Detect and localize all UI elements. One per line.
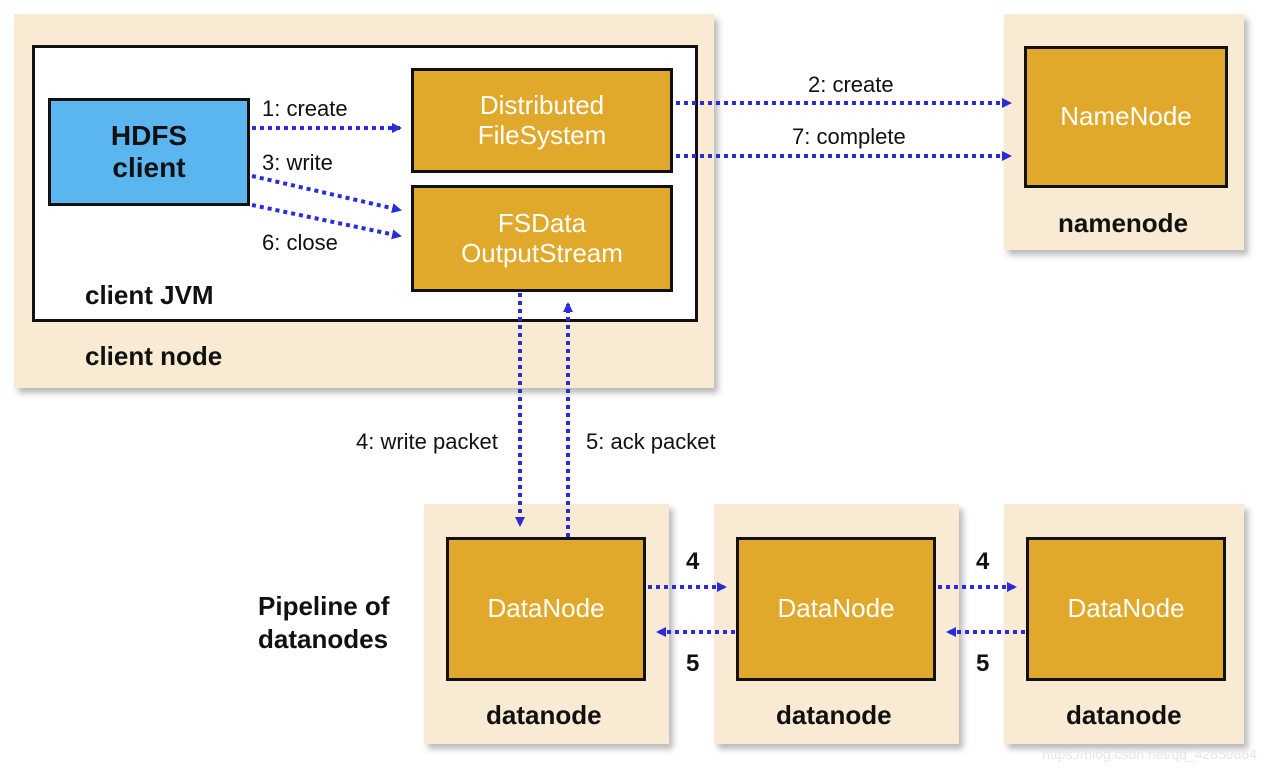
edge-label-4-write-packet: 4: write packet [356, 429, 498, 454]
edge-label-6-close: 6: close [262, 230, 338, 255]
distributed-filesystem-box[interactable]: Distributed FileSystem [411, 68, 673, 173]
edge-label-dn2-dn1-5: 5 [686, 650, 700, 677]
hdfs-client-box[interactable]: HDFS client [48, 98, 250, 206]
watermark-text: https://blog.csdn.net/qq_42859864 [1042, 746, 1257, 762]
edge-label-7-complete: 7: complete [792, 124, 906, 149]
edge-label-1-create: 1: create [262, 96, 348, 121]
edge-label-dn1-dn2-4: 4 [686, 548, 700, 575]
namenode-box[interactable]: NameNode [1024, 46, 1228, 188]
datanode-label-3: datanode [1066, 700, 1182, 730]
edge-label-3-write: 3: write [262, 150, 333, 175]
pipeline-label: Pipeline of datanodes [258, 591, 390, 654]
edge-label-dn3-dn2-5: 5 [976, 650, 990, 677]
client-node-label: client node [85, 341, 223, 371]
datanode-box-2[interactable]: DataNode [736, 537, 936, 681]
client-jvm-label: client JVM [85, 280, 214, 310]
edge-label-5-ack-packet: 5: ack packet [586, 429, 716, 454]
datanode-box-3[interactable]: DataNode [1026, 537, 1226, 681]
datanode-label-1: datanode [486, 700, 602, 730]
namenode-label: namenode [1058, 208, 1189, 238]
fsdata-outputstream-box[interactable]: FSData OutputStream [411, 185, 673, 292]
edge-label-2-create: 2: create [808, 72, 894, 97]
edge-label-dn2-dn3-4: 4 [976, 548, 990, 575]
datanode-label-2: datanode [776, 700, 892, 730]
datanode-box-1[interactable]: DataNode [446, 537, 646, 681]
